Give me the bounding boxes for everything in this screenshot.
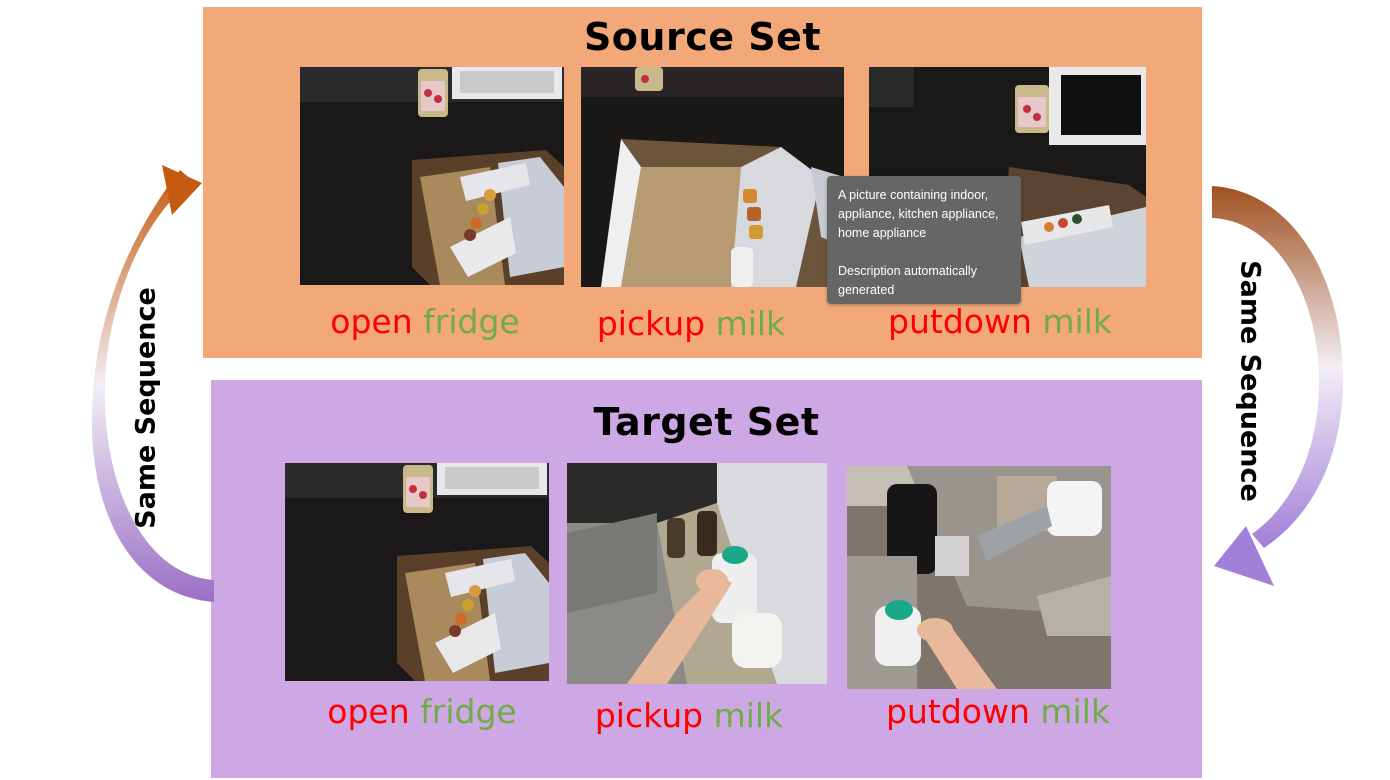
source-caption-3-verb: putdown bbox=[888, 302, 1032, 341]
source-frame-open-fridge bbox=[300, 67, 564, 285]
source-caption-2-verb: pickup bbox=[596, 304, 706, 343]
source-caption-2-object: milk bbox=[715, 304, 786, 343]
right-same-sequence-label: Same Sequence bbox=[1234, 260, 1266, 502]
source-caption-1-object: fridge bbox=[423, 302, 520, 341]
target-set-title: Target Set bbox=[593, 400, 820, 444]
target-caption-2-object: milk bbox=[713, 696, 784, 735]
source-caption-3-object: milk bbox=[1042, 302, 1112, 341]
source-caption-1: open fridge bbox=[310, 302, 540, 341]
target-caption-3-verb: putdown bbox=[886, 692, 1030, 731]
source-caption-1-verb: open bbox=[330, 302, 413, 341]
target-caption-1-verb: open bbox=[327, 692, 410, 731]
tooltip-spacer bbox=[838, 243, 1011, 262]
tooltip-line-2: appliance, kitchen appliance, bbox=[838, 207, 999, 221]
tooltip-line-3: home appliance bbox=[838, 226, 927, 240]
target-caption-3: putdown milk bbox=[870, 692, 1126, 731]
tooltip-line-1: A picture containing indoor, bbox=[838, 188, 989, 202]
source-caption-2: pickup milk bbox=[576, 304, 806, 343]
target-caption-3-object: milk bbox=[1040, 692, 1110, 731]
target-caption-2-verb: pickup bbox=[594, 696, 704, 735]
left-curved-arrow bbox=[91, 165, 214, 602]
alt-text-tooltip: A picture containing indoor, appliance, … bbox=[827, 176, 1021, 304]
source-frame-pickup-milk bbox=[581, 67, 844, 287]
source-set-title: Source Set bbox=[583, 15, 822, 59]
target-caption-2: pickup milk bbox=[574, 696, 804, 735]
tooltip-line-5: generated bbox=[838, 283, 895, 297]
target-frame-putdown-milk bbox=[847, 466, 1111, 689]
target-caption-1-object: fridge bbox=[420, 692, 517, 731]
target-caption-1: open fridge bbox=[307, 692, 537, 731]
right-curved-arrow bbox=[1212, 186, 1344, 586]
left-same-sequence-label: Same Sequence bbox=[130, 287, 162, 529]
tooltip-line-4: Description automatically bbox=[838, 264, 977, 278]
target-frame-pickup-milk bbox=[567, 463, 827, 684]
source-caption-3: putdown milk bbox=[872, 302, 1128, 341]
target-frame-open-fridge bbox=[285, 463, 549, 681]
